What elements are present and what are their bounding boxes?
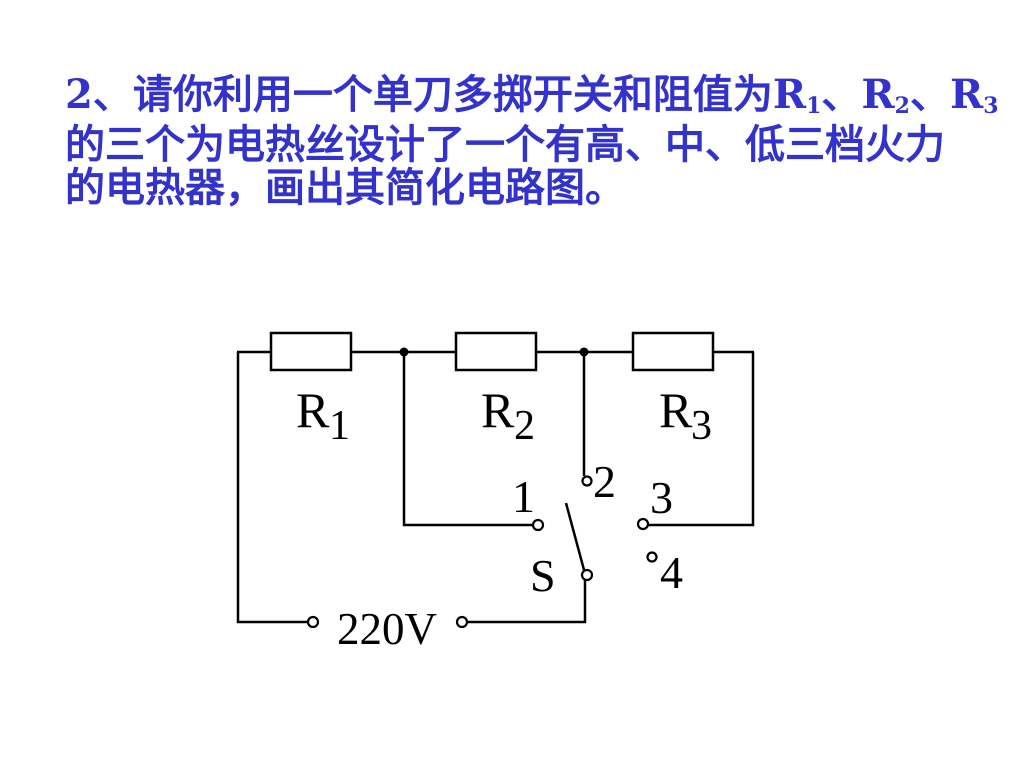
ref-r3-sub: 3 (983, 92, 999, 119)
label-r1-letter: R (296, 382, 330, 438)
label-r3-sub: 3 (691, 403, 712, 449)
wire-left-side (236, 352, 308, 624)
wire-right-side (648, 352, 755, 527)
label-r3-letter: R (659, 382, 693, 438)
ref-r2-letter: R (861, 71, 895, 118)
label-terminal-1: 1 (512, 471, 535, 522)
separator: 、 (909, 71, 950, 118)
ref-r3-letter: R (949, 71, 984, 118)
label-switch: S (530, 550, 556, 601)
switch-pivot-circle (580, 568, 594, 582)
resistor-r3 (631, 331, 715, 372)
ref-r2: R2 (861, 71, 910, 118)
label-source-voltage: 220V (337, 603, 437, 654)
resistor-r2 (454, 331, 538, 372)
terminal-3-circle (636, 517, 650, 531)
ref-r1: R1 (773, 71, 822, 118)
label-terminal-2: 2 (593, 456, 616, 507)
source-terminal-right (455, 615, 469, 629)
question-line-1: 2、请你利用一个单刀多掷开关和阻值为R1、R2、R3 (65, 75, 999, 117)
question-line-3: 的电热器，画出其简化电路图。 (65, 164, 625, 211)
switch-blade (564, 502, 586, 571)
source-terminal-left (306, 615, 320, 629)
ref-r3: R3 (950, 71, 999, 118)
ref-r1-letter: R (772, 71, 807, 118)
junction-dot-2 (579, 347, 589, 357)
label-r1-sub: 1 (329, 403, 350, 449)
resistor-r1 (269, 331, 353, 372)
label-r2-letter: R (481, 382, 515, 438)
question-line-2: 的三个为电热丝设计了一个有高、中、低三档火力 (65, 121, 945, 168)
terminal-1-circle (531, 518, 545, 532)
terminal-4-circle (646, 551, 658, 563)
label-terminal-3: 3 (650, 472, 673, 523)
wire-to-terminal-1 (402, 352, 533, 527)
terminal-2-circle (581, 475, 593, 487)
question-line-1-text: 2、请你利用一个单刀多掷开关和阻值为 (65, 71, 773, 118)
label-terminal-4: 4 (660, 547, 683, 598)
separator: 、 (821, 71, 862, 118)
ref-r1-sub: 1 (806, 92, 822, 119)
wire-source-to-switch (467, 580, 587, 624)
ref-r2-sub: 2 (894, 92, 910, 119)
junction-dot-1 (399, 347, 409, 357)
label-r2-sub: 2 (514, 403, 535, 449)
